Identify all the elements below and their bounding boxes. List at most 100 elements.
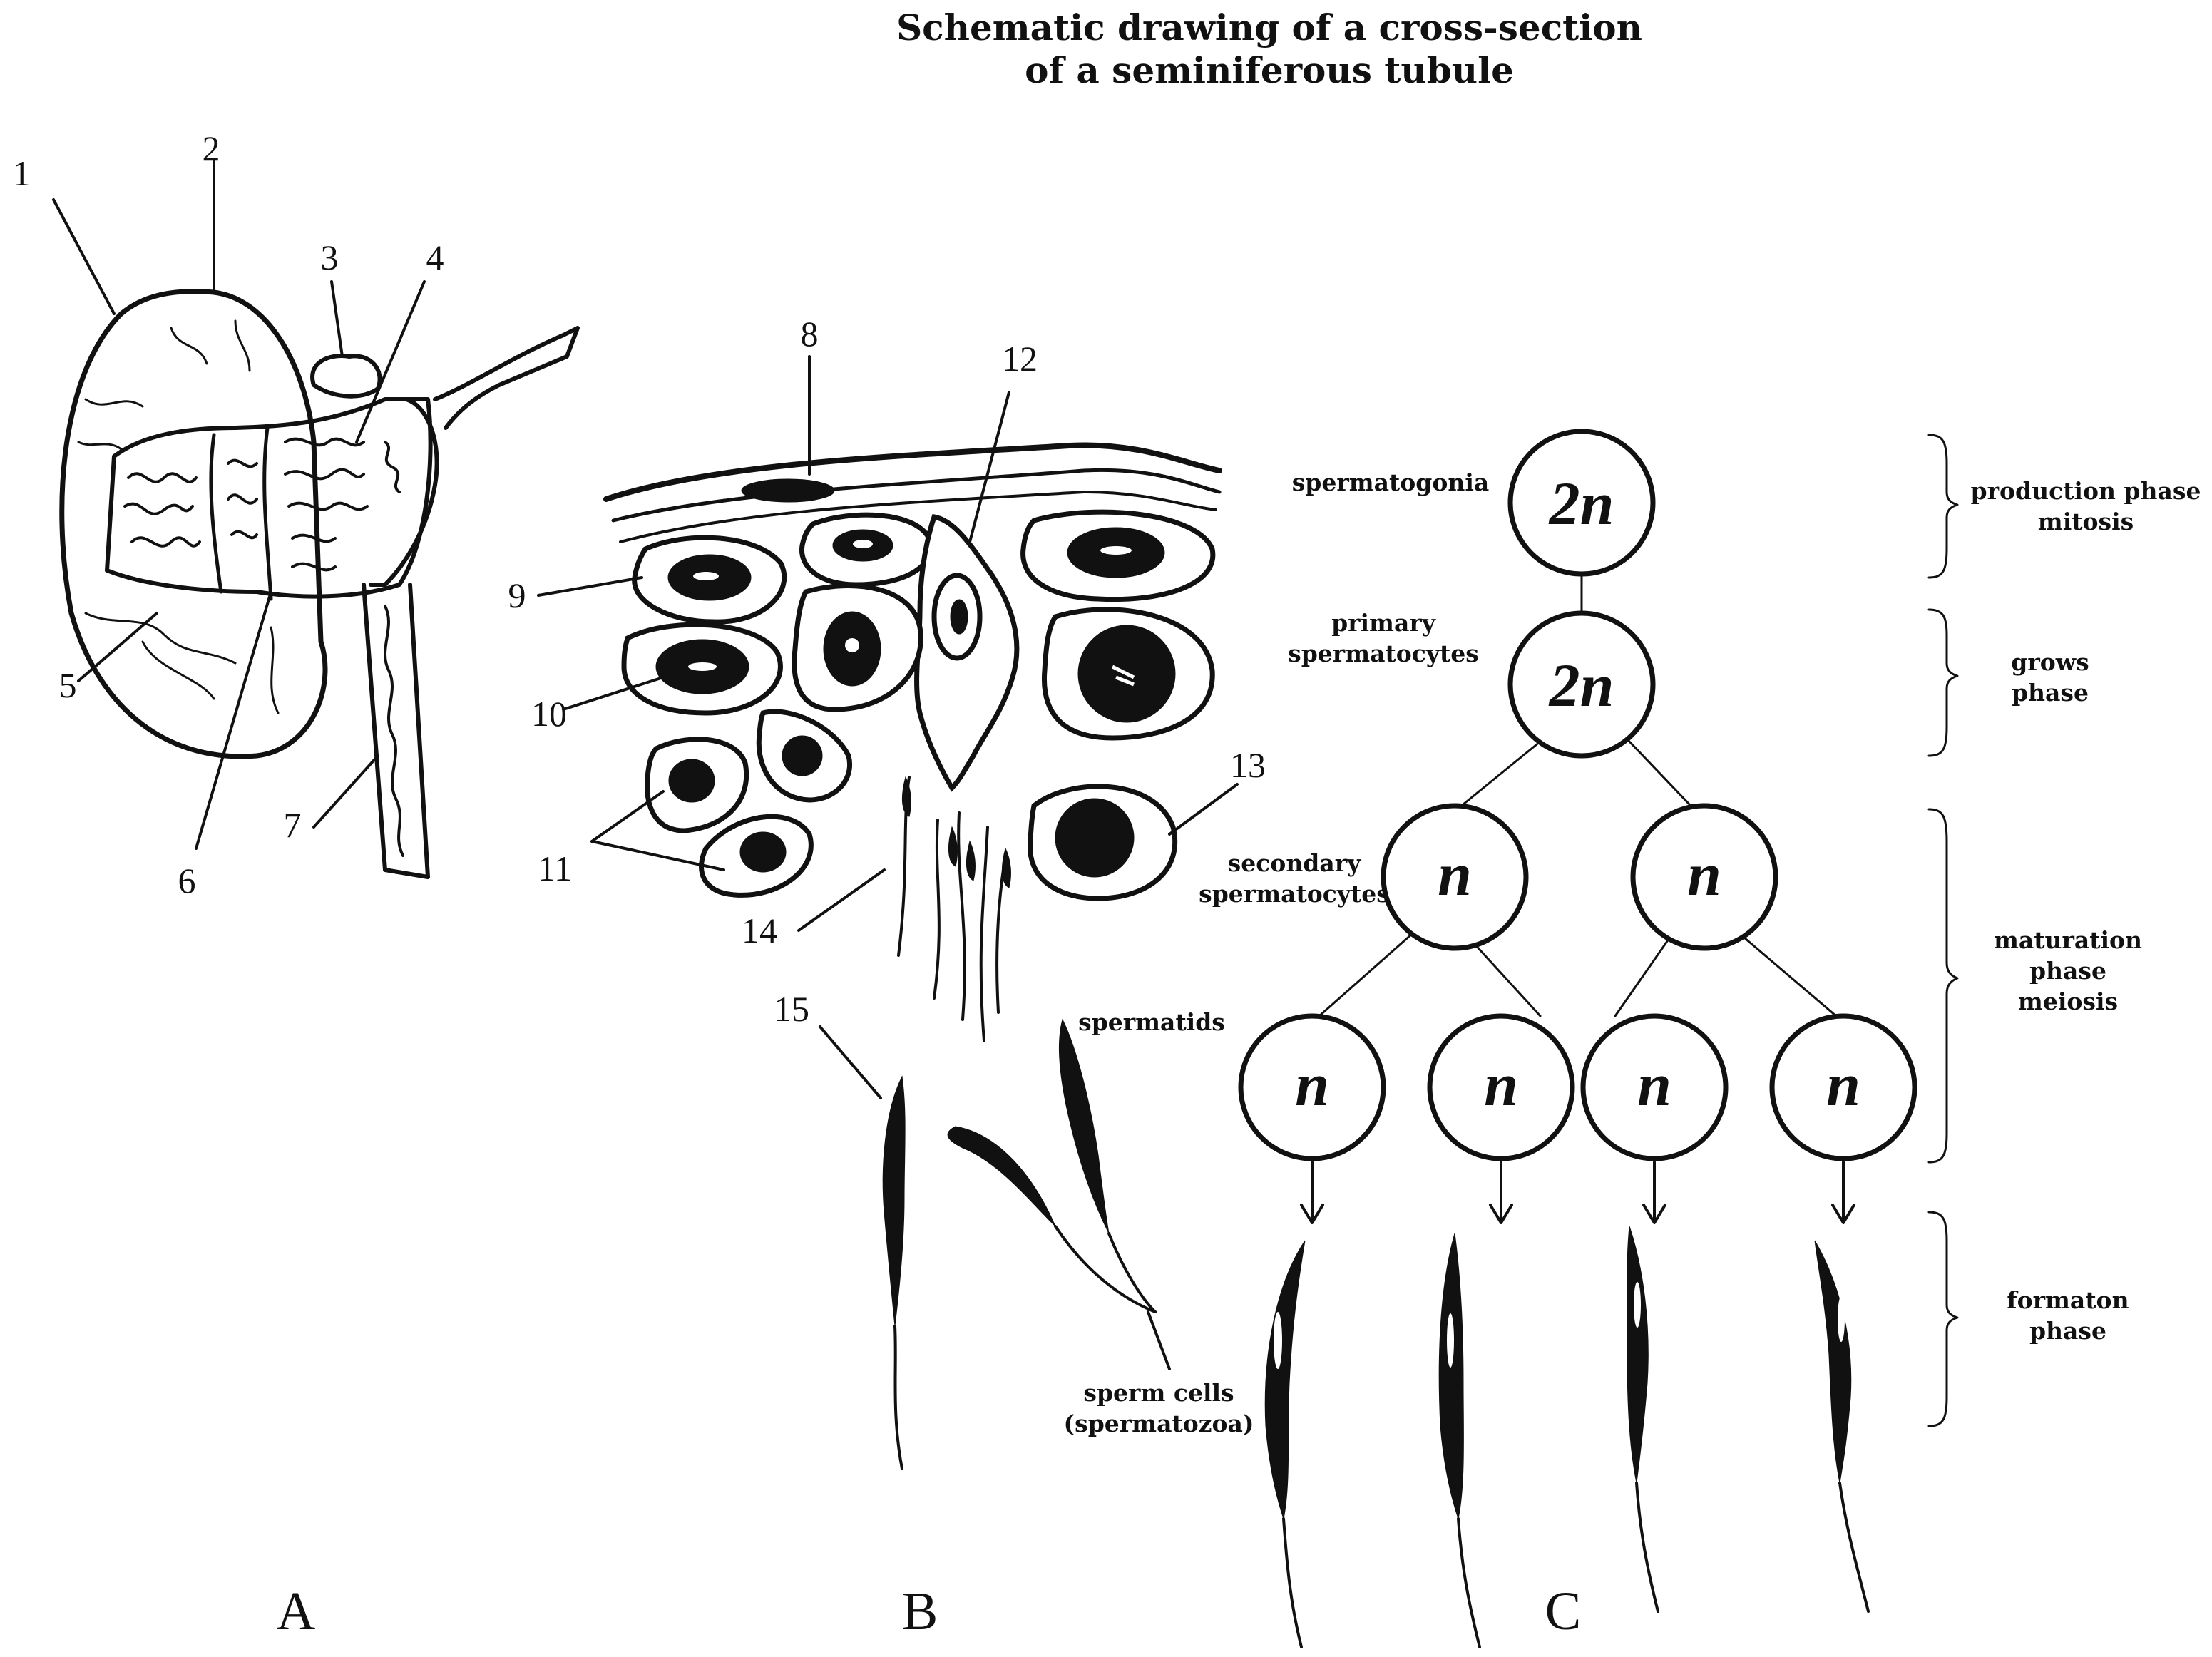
leader-line-6	[195, 590, 272, 850]
leader-line-1	[52, 198, 116, 315]
phase-label-production-2: mitosis	[2038, 508, 2134, 535]
label-number-1: 1	[13, 153, 31, 193]
sperm-cell-2	[947, 1126, 1056, 1227]
leader-line-14	[797, 868, 886, 932]
phase-label-maturation-3: meiosis	[2018, 987, 2118, 1015]
stage-label-primary-2: spermatocytes	[1288, 640, 1479, 667]
stage-label-spermatids: spermatids	[1078, 1008, 1225, 1036]
label-number-6: 6	[178, 861, 196, 901]
septum-line-1	[209, 433, 223, 594]
label-number-14: 14	[742, 910, 777, 950]
label-number-13: 13	[1230, 745, 1266, 785]
label-number-11: 11	[538, 848, 572, 888]
label-number-5: 5	[59, 665, 77, 705]
label-number-8: 8	[801, 314, 819, 354]
vas-deferens	[433, 326, 580, 430]
leader-line-9	[537, 576, 643, 597]
leader-line-11a	[590, 790, 665, 843]
coiled-tubules-1	[123, 437, 401, 572]
spermatocyte-nucleus-13	[1055, 798, 1135, 878]
stage-label-secondary-2: spermatocytes	[1199, 880, 1390, 908]
spermatid-circle-2	[1427, 1013, 1575, 1161]
phase-label-production-1: production phase	[1971, 477, 2201, 505]
stage-label-spermatogonia: spermatogonia	[1292, 468, 1490, 496]
spermatid-ploidy-3: n	[1637, 1050, 1671, 1119]
label-number-2: 2	[203, 128, 220, 168]
chromatin-streak	[1111, 665, 1135, 687]
spermatozoon-4	[1814, 1240, 1870, 1613]
panel-a-testis-drawing: 1 2 3 4 5 6 7	[13, 128, 580, 901]
brace-maturation	[1927, 808, 1959, 1164]
label-number-7: 7	[284, 805, 302, 845]
arrow-down-icon	[1300, 1161, 1324, 1224]
sperm-cell-3	[1058, 1018, 1110, 1234]
spermatic-cord	[362, 583, 430, 879]
basement-membrane-inner-2	[619, 491, 1217, 543]
secondary-spermatocyte-ploidy-1: n	[1438, 840, 1472, 908]
spermatid-ploidy-4: n	[1826, 1050, 1860, 1119]
leader-line-13	[1168, 783, 1239, 836]
stage-label-secondary-1: secondary	[1228, 849, 1362, 877]
spermatid-circle-3	[1580, 1013, 1729, 1161]
arrow-down-icon	[1831, 1161, 1855, 1224]
figure-title-line-2: of a seminiferous tubule	[1025, 49, 1514, 91]
nucleolus-2	[853, 540, 873, 548]
leader-line-11b	[590, 840, 725, 871]
stage-label-primary-1: primary	[1331, 609, 1436, 637]
primary-spermatocyte-ploidy: 2n	[1548, 651, 1614, 719]
leader-line-5	[77, 612, 158, 682]
spermatogonia-ploidy: 2n	[1548, 469, 1614, 538]
arrow-down-icon	[1642, 1161, 1666, 1224]
connector-secondary-spermatid-1	[1318, 933, 1413, 1017]
leader-line-15	[819, 1025, 882, 1099]
secondary-spermatocyte-circle-1	[1381, 803, 1529, 951]
sertoli-nucleolus	[950, 599, 968, 635]
epididymis-head	[310, 354, 382, 399]
nucleolus-1	[693, 572, 719, 580]
connector-secondary-spermatid-4	[1739, 933, 1838, 1017]
phase-label-grows-1: grows	[2011, 648, 2089, 676]
label-number-4: 4	[426, 237, 444, 277]
nucleolus-3	[1100, 546, 1132, 555]
connector-secondary-spermatid-2	[1464, 933, 1542, 1017]
leader-line-7	[312, 754, 379, 828]
brace-grows	[1927, 608, 1959, 757]
phase-label-maturation-1: maturation	[1994, 926, 2142, 954]
primary-spermatocyte-circle	[1507, 610, 1656, 759]
arrow-down-icon	[1489, 1161, 1513, 1224]
testis-outline	[59, 289, 328, 759]
spermatid-circle-1	[1238, 1013, 1386, 1161]
brace-production	[1927, 434, 1959, 579]
spermatogonia-circle	[1507, 429, 1656, 577]
panel-label-b: B	[902, 1581, 938, 1641]
sperm-tail-1	[893, 1325, 903, 1470]
phase-label-grows-2: phase	[2012, 679, 2089, 707]
phase-label-formation-1: formaton	[2007, 1286, 2129, 1314]
spermatid-ploidy-2: n	[1484, 1050, 1518, 1119]
leader-line-12	[968, 391, 1010, 543]
myoid-cell-nucleus	[741, 478, 835, 503]
leader-line-4	[355, 280, 426, 443]
spermatozoon-2	[1438, 1233, 1481, 1648]
secondary-spermatocyte-nucleus-1	[668, 759, 715, 803]
basement-membrane	[603, 442, 1222, 502]
sperm-tail-2	[1054, 1225, 1157, 1313]
label-number-15: 15	[774, 989, 809, 1029]
leader-line-10	[562, 676, 665, 711]
panel-label-c: C	[1545, 1581, 1582, 1641]
nucleolus-4	[688, 662, 717, 671]
spermatid-circle-4	[1769, 1013, 1917, 1161]
stage-label-sperm-2: (spermatozoa)	[1064, 1410, 1254, 1437]
panel-b-tubule-section: 8 12 11	[508, 314, 1266, 1470]
spermatid-ploidy-1: n	[1295, 1050, 1329, 1119]
spermatid-heads	[901, 776, 1011, 888]
leader-line-sperm-cells	[1147, 1310, 1171, 1370]
panel-c-spermatogenesis-tree: 2n 2n n n n n n n	[1238, 429, 1917, 1648]
figure-title-line-1: Schematic drawing of a cross-section	[896, 6, 1642, 48]
spermatozoon-1	[1264, 1240, 1306, 1648]
sperm-tail-3	[1107, 1232, 1157, 1313]
label-number-12: 12	[1002, 339, 1038, 379]
panel-label-a: A	[277, 1581, 316, 1641]
secondary-spermatocyte-nucleus-2	[782, 735, 823, 776]
secondary-spermatocyte-nucleus-3	[739, 831, 787, 873]
